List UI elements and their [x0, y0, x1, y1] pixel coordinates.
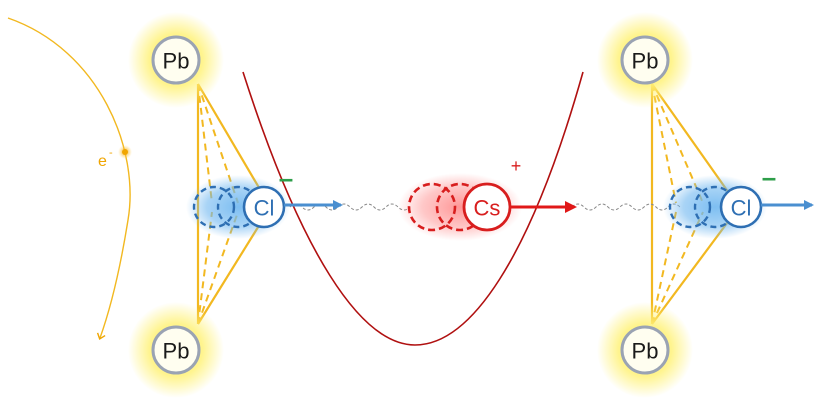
cs-charge: + [511, 156, 522, 176]
cl-left-label: Cl [254, 196, 275, 221]
cl-right-charge: – [762, 162, 776, 192]
pb-atom-bottom-right: Pb [597, 302, 693, 398]
electron-charge-superscript: - [109, 147, 113, 159]
potential-well-curve [242, 71, 584, 346]
pb-atom-bottom-left: Pb [128, 302, 224, 398]
pb-atom-top-left: Pb [128, 12, 224, 108]
cl-left-charge: – [279, 163, 293, 193]
pb-top-left-label: Pb [163, 49, 190, 74]
electron-path: e - [7, 17, 132, 340]
spring-cs-cl [571, 203, 681, 211]
cl-atom-left: Cl – [186, 163, 343, 239]
cl-right-label: Cl [731, 196, 752, 221]
pb-bottom-right-label: Pb [632, 339, 659, 364]
cs-atom: Cs + [398, 156, 577, 241]
pb-bottom-left-label: Pb [163, 339, 190, 364]
pb-atom-top-right: Pb [597, 12, 693, 108]
cs-label: Cs [474, 196, 501, 221]
cl-atom-right: Cl – [663, 162, 814, 239]
pb-top-right-label: Pb [632, 49, 659, 74]
electron-label: e [98, 153, 107, 170]
